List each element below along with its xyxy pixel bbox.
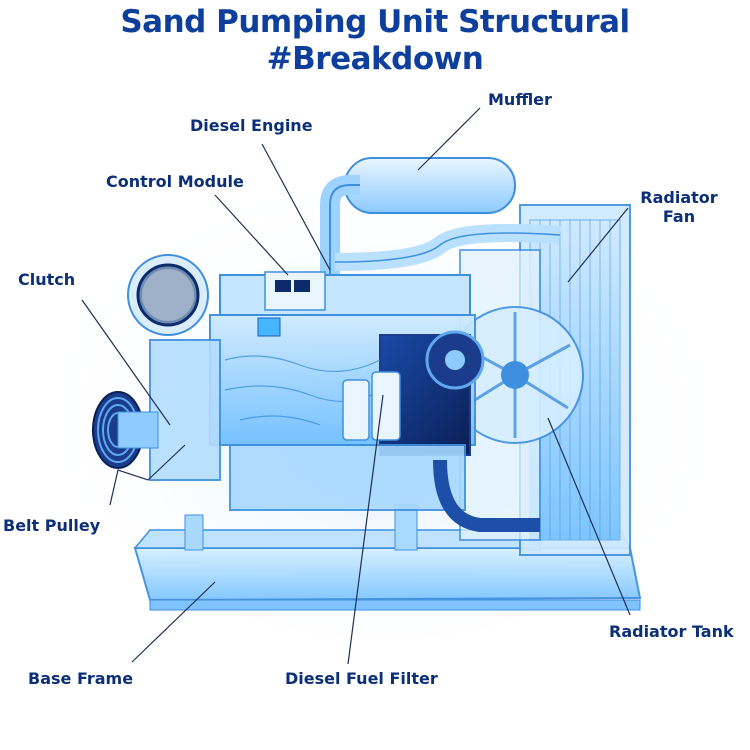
label-diesel-engine: Diesel Engine <box>190 116 313 135</box>
clutch-shape <box>127 254 221 481</box>
label-base-frame: Base Frame <box>28 669 134 688</box>
leader-belt-pulley <box>109 444 186 506</box>
engine-block-shape <box>209 271 540 532</box>
leader-control-module <box>214 194 289 276</box>
leader-radiator-tank <box>547 417 631 616</box>
label-radiator-fan-line-1: Radiator <box>640 188 718 207</box>
leader-base-frame <box>131 581 216 663</box>
leader-diesel-fuel-filter <box>347 394 384 665</box>
label-radiator-tank: Radiator Tank <box>609 622 734 641</box>
leader-muffler <box>417 107 481 171</box>
leader-lines <box>81 107 631 665</box>
leader-diesel-engine <box>261 143 331 271</box>
label-muffler: Muffler <box>488 90 552 109</box>
title-line-1: Sand Pumping Unit Structural <box>120 4 630 40</box>
leader-clutch <box>81 299 171 426</box>
label-radiator-fan: Radiator Fan <box>634 188 724 226</box>
label-clutch: Clutch <box>18 270 76 289</box>
label-radiator-fan-line-2: Fan <box>662 207 696 226</box>
belt-pulley-shape <box>92 391 159 469</box>
fuel-filter-shape <box>342 371 401 441</box>
muffler-shape <box>320 157 561 280</box>
label-diesel-fuel-filter: Diesel Fuel Filter <box>285 669 438 688</box>
title-line-2: #Breakdown <box>266 41 484 77</box>
leader-radiator-fan <box>567 207 629 283</box>
label-belt-pulley: Belt Pulley <box>3 516 101 535</box>
label-control-module: Control Module <box>106 172 244 191</box>
